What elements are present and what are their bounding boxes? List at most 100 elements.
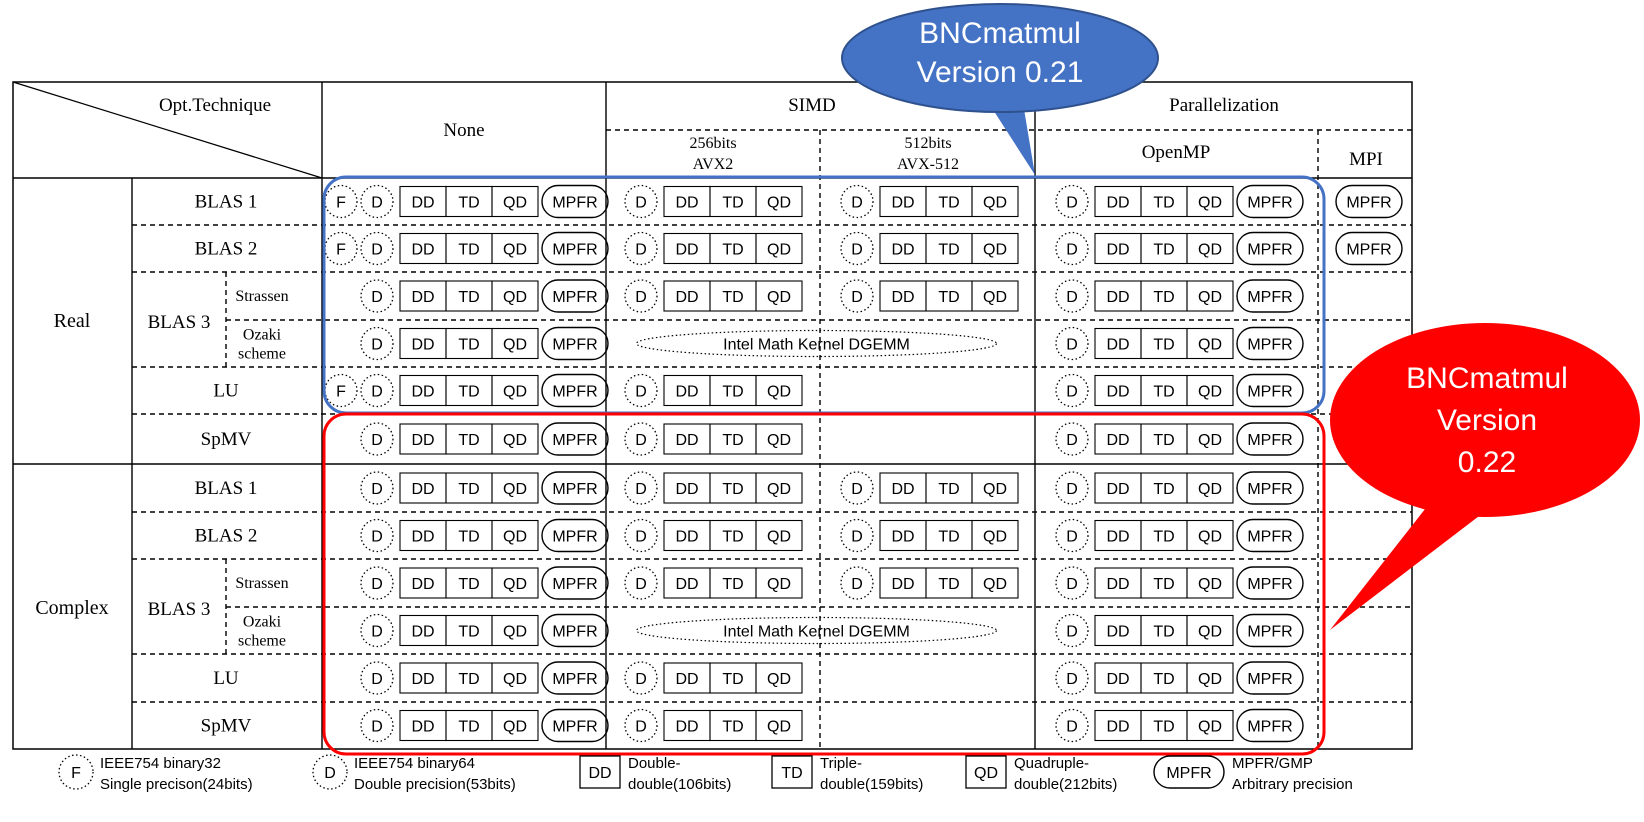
precision-td-label: TD <box>938 576 959 593</box>
precision-d-symbol <box>624 708 658 743</box>
precision-qd-label: QD <box>503 671 527 688</box>
precision-d-symbol <box>1055 566 1089 600</box>
precision-mpfr-symbol <box>1236 184 1304 219</box>
precision-td-label: TD <box>722 529 743 546</box>
precision-d-symbol <box>624 373 658 408</box>
precision-qd-symbol <box>491 185 539 218</box>
precision-td-label: TD <box>1153 432 1174 449</box>
precision-qd-symbol <box>1186 185 1234 218</box>
precision-d-label: D <box>851 195 863 212</box>
precision-mpfr-symbol <box>1236 279 1304 313</box>
precision-mpfr-symbol <box>1236 231 1304 266</box>
precision-d-label: D <box>1066 624 1078 641</box>
row-label-spmv: SpMV <box>201 716 252 737</box>
callout-v022-line3: 0.22 <box>1458 446 1516 479</box>
precision-qd-label: QD <box>983 529 1007 546</box>
precision-dd-label: DD <box>675 242 698 259</box>
precision-qd-label: QD <box>767 195 791 212</box>
mkl-dgemm-ellipse <box>635 329 998 358</box>
precision-td-label: TD <box>1153 576 1174 593</box>
precision-mpfr-label: MPFR <box>552 671 597 688</box>
legend-line1: MPFR/GMP <box>1232 755 1313 772</box>
header-opt-technique: Opt.Technique <box>159 95 271 116</box>
precision-d-label: D <box>635 671 647 688</box>
precision-qd-symbol <box>755 232 803 265</box>
precision-qd-label: QD <box>503 432 527 449</box>
precision-dd-label: DD <box>411 432 434 449</box>
precision-mpfr-symbol <box>541 613 609 648</box>
precision-mpfr-label: MPFR <box>1247 624 1292 641</box>
precision-td-label: TD <box>938 481 959 498</box>
precision-td-label: TD <box>938 529 959 546</box>
precision-mpfr-label: MPFR <box>552 432 597 449</box>
precision-d-label: D <box>1066 481 1078 498</box>
row-label-blas2: BLAS 2 <box>195 239 258 260</box>
precision-dd-label: DD <box>675 671 698 688</box>
legend-qd-symbol <box>965 755 1007 789</box>
precision-qd-symbol <box>1186 709 1234 742</box>
precision-mpfr-label: MPFR <box>1247 576 1292 593</box>
precision-d-symbol <box>360 518 394 553</box>
precision-qd-symbol <box>971 232 1019 265</box>
precision-td-label: TD <box>1153 671 1174 688</box>
precision-td-label: TD <box>1153 242 1174 259</box>
precision-d-symbol <box>360 231 394 266</box>
precision-td-label: TD <box>458 529 479 546</box>
precision-d-symbol <box>624 661 658 695</box>
precision-td-label: TD <box>722 719 743 736</box>
precision-d-label: D <box>635 529 647 546</box>
legend-td-symbol <box>771 755 813 789</box>
precision-d-label: D <box>371 195 383 212</box>
precision-qd-label: QD <box>1198 529 1222 546</box>
precision-qd-symbol <box>755 280 803 312</box>
precision-mpfr-label: MPFR <box>1247 289 1292 306</box>
precision-td-label: TD <box>458 432 479 449</box>
precision-d-label: D <box>635 289 647 306</box>
precision-f-symbol <box>324 231 358 266</box>
legend-line1: IEEE754 binary32 <box>100 755 221 772</box>
row-label-blas3: BLAS 3 <box>148 599 211 620</box>
precision-qd-label: QD <box>1198 481 1222 498</box>
precision-mpfr-label: MPFR <box>1247 432 1292 449</box>
precision-td-label: TD <box>1153 289 1174 306</box>
precision-qd-symbol <box>1186 374 1234 407</box>
callout-v022-pointer <box>1330 490 1500 630</box>
precision-td-label: TD <box>722 481 743 498</box>
diagonal-line <box>12 81 323 179</box>
precision-mpfr-symbol <box>1236 518 1304 553</box>
legend-line1: Double- <box>628 755 681 772</box>
precision-td-label: TD <box>1153 384 1174 401</box>
precision-d-label: D <box>635 719 647 736</box>
precision-qd-label: QD <box>1198 624 1222 641</box>
precision-dd-label: DD <box>411 624 434 641</box>
precision-qd-symbol <box>491 519 539 552</box>
header-simd: SIMD <box>788 95 836 116</box>
precision-qd-symbol <box>1186 280 1234 312</box>
precision-qd-symbol <box>491 709 539 742</box>
precision-dd-label: DD <box>1106 195 1129 212</box>
precision-qd-label: QD <box>503 529 527 546</box>
precision-mpfr-label: MPFR <box>1346 242 1391 259</box>
precision-d-symbol <box>624 422 658 456</box>
precision-mpfr-label: MPFR <box>552 719 597 736</box>
legend-line2: Double precision(53bits) <box>354 776 516 793</box>
precision-d-label: D <box>371 337 383 354</box>
legend-symbol-label: D <box>324 765 336 782</box>
precision-mpfr-symbol <box>1236 471 1304 505</box>
